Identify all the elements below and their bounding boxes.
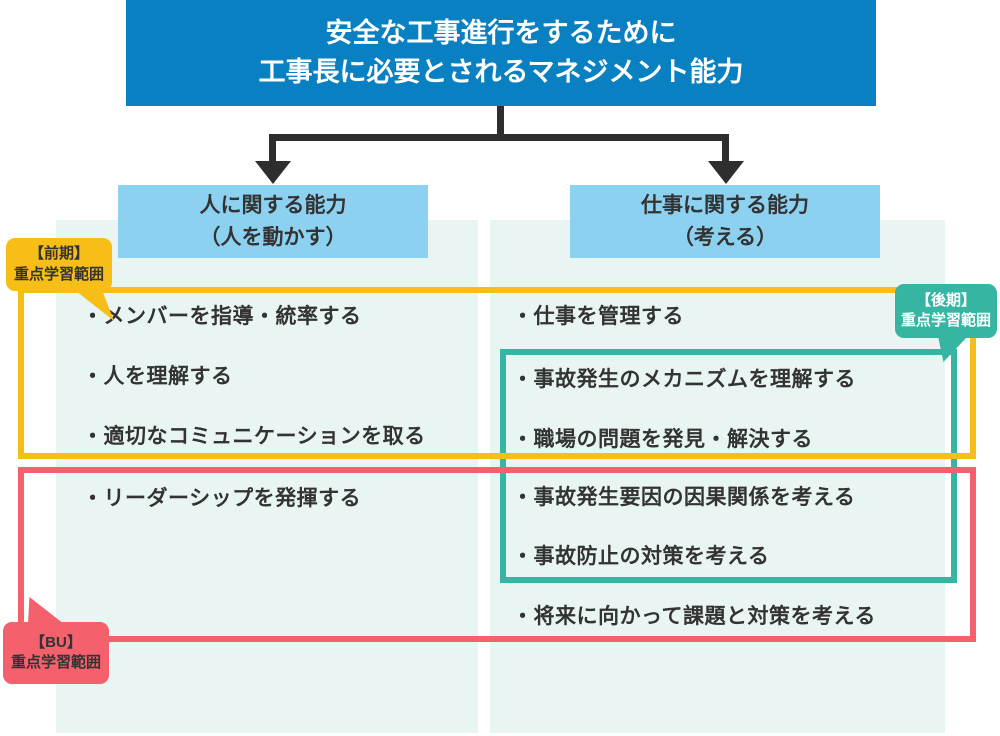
connector-left-stem	[269, 134, 276, 163]
header-left-line-1: 人に関する能力	[199, 194, 347, 217]
header-left-line-2: （人を動かす）	[199, 225, 347, 249]
zenki-label-line-1: 【前期】	[28, 245, 89, 263]
list-item: ・事故防止の対策を考える	[512, 545, 770, 568]
zenki-label-bubble: 【前期】 重点学習範囲	[6, 238, 112, 291]
list-item: ・適切なコミュニケーションを取る	[82, 425, 426, 448]
bu-label-line-2: 重点学習範囲	[10, 654, 101, 671]
header-right-line-2: （考える）	[672, 225, 778, 249]
list-item: ・メンバーを指導・統率する	[82, 305, 362, 328]
list-item: ・職場の問題を発見・解決する	[512, 428, 813, 451]
left-category-column-background	[56, 220, 478, 733]
connector-stem	[497, 106, 504, 137]
list-item: ・事故発生要因の因果関係を考える	[512, 486, 856, 509]
arrow-down-icon	[708, 161, 744, 184]
bu-label-line-1: 【BU】	[30, 633, 82, 651]
list-item: ・リーダーシップを発揮する	[82, 487, 362, 510]
list-item: ・将来に向かって課題と対策を考える	[512, 605, 876, 628]
connector-horizontal-bar	[269, 134, 729, 141]
zenki-label-line-2: 重点学習範囲	[13, 265, 104, 283]
header-right-line-1: 仕事に関する能力	[641, 194, 809, 217]
title-line-1: 安全な工事進行をするために	[325, 17, 677, 48]
title-line-2: 工事長に必要とされるマネジメント能力	[258, 57, 744, 87]
list-item: ・事故発生のメカニズムを理解する	[512, 368, 856, 391]
list-item: ・人を理解する	[82, 365, 233, 388]
bu-range-rect	[18, 467, 976, 642]
zenki-range-rect	[18, 287, 976, 459]
title-box: 安全な工事進行をするために 工事長に必要とされるマネジメント能力	[126, 0, 876, 106]
right-category-column-background	[490, 220, 945, 733]
bu-label-bubble: 【BU】 重点学習範囲	[3, 622, 109, 684]
header-people-skills: 人に関する能力 （人を動かす）	[118, 185, 428, 258]
connector-right-stem	[722, 134, 729, 163]
kouki-label-line-1: 【後期】	[915, 291, 976, 309]
header-work-skills: 仕事に関する能力 （考える）	[570, 185, 880, 258]
kouki-range-rect	[500, 349, 957, 583]
list-item: ・仕事を管理する	[512, 305, 684, 328]
kouki-label-bubble: 【後期】 重点学習範囲	[895, 284, 997, 338]
arrow-down-icon	[255, 161, 291, 184]
kouki-label-line-2: 重点学習範囲	[900, 312, 991, 329]
